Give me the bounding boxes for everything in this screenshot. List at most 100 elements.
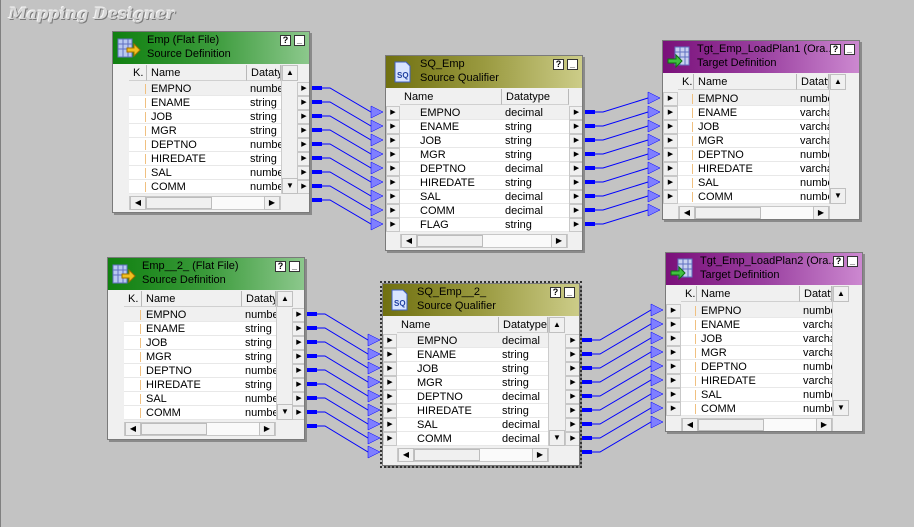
port-link[interactable] [580,317,664,356]
port-row[interactable] [681,318,832,332]
port-link[interactable] [583,161,661,184]
input-port-arrow[interactable]: ▶ [386,204,400,218]
output-port-arrow[interactable]: ▶ [292,308,304,322]
column-header-key[interactable]: K. [678,74,694,90]
port-link[interactable] [580,373,664,412]
input-port-arrow[interactable]: ▶ [386,176,400,190]
port-row[interactable] [124,406,276,420]
port-link[interactable] [310,142,384,175]
output-port-arrow[interactable]: ▶ [569,176,582,190]
port-row[interactable] [397,390,548,404]
column-header-datatype[interactable]: Datatype [242,291,276,307]
port-link[interactable] [583,105,661,128]
port-row[interactable] [124,308,276,322]
output-port-arrow[interactable]: ▶ [297,96,309,110]
port-link[interactable] [583,147,661,170]
input-port-arrow[interactable]: ▶ [663,92,678,106]
minimize-button[interactable]: _ [844,44,855,55]
column-header-name[interactable]: Name [694,74,797,90]
minimize-button[interactable]: _ [294,35,305,46]
port-row[interactable] [124,322,276,336]
input-port-arrow[interactable]: ▶ [383,348,397,362]
output-port-arrow[interactable]: ▶ [297,110,309,124]
port-row[interactable] [400,176,569,190]
scroll-down-button[interactable]: ▼ [282,178,298,194]
horizontal-scrollbar[interactable]: ◀▶ [400,234,568,248]
scroll-thumb[interactable] [695,207,761,219]
output-port-arrow[interactable]: ▶ [292,378,304,392]
scroll-up-button[interactable]: ▲ [549,317,565,333]
scroll-down-button[interactable]: ▼ [277,404,293,420]
output-port-arrow[interactable]: ▶ [297,82,309,96]
port-row[interactable] [129,110,281,124]
port-row[interactable] [397,418,548,432]
scroll-down-button[interactable]: ▼ [549,430,565,446]
port-link[interactable] [310,128,384,161]
port-row[interactable] [397,348,548,362]
horizontal-scrollbar[interactable]: ◀▶ [124,422,276,436]
port-link[interactable] [305,340,381,375]
target-transformation[interactable]: Tgt_Emp_LoadPlan2 (Ora...Target Definiti… [665,252,863,432]
port-row[interactable] [400,106,569,120]
output-port-arrow[interactable]: ▶ [297,166,309,180]
input-port-arrow[interactable]: ▶ [663,162,678,176]
input-port-arrow[interactable]: ▶ [666,388,681,402]
output-port-arrow[interactable]: ▶ [569,134,582,148]
transformation-header[interactable]: Tgt_Emp_LoadPlan2 (Ora...Target Definiti… [666,253,862,285]
port-link[interactable] [305,424,381,459]
port-row[interactable] [400,218,569,232]
port-row[interactable] [678,176,829,190]
port-row[interactable] [681,402,832,416]
port-row[interactable] [129,82,281,96]
output-port-arrow[interactable]: ▶ [297,152,309,166]
port-link[interactable] [583,203,661,226]
output-port-arrow[interactable]: ▶ [569,204,582,218]
input-port-arrow[interactable]: ▶ [386,106,400,120]
input-port-arrow[interactable]: ▶ [383,334,397,348]
scroll-down-button[interactable]: ▼ [833,400,849,416]
column-header-name[interactable]: Name [697,286,800,302]
input-port-arrow[interactable]: ▶ [663,190,678,204]
port-row[interactable] [678,162,829,176]
output-port-arrow[interactable]: ▶ [569,190,582,204]
port-row[interactable] [129,96,281,110]
port-link[interactable] [310,198,384,231]
port-row[interactable] [681,374,832,388]
port-row[interactable] [397,334,548,348]
port-row[interactable] [397,376,548,390]
input-port-arrow[interactable]: ▶ [663,148,678,162]
port-row[interactable] [397,404,548,418]
port-link[interactable] [305,312,381,347]
port-row[interactable] [678,190,829,204]
input-port-arrow[interactable]: ▶ [386,148,400,162]
port-row[interactable] [124,364,276,378]
port-link[interactable] [580,359,664,398]
scroll-thumb[interactable] [146,197,212,209]
output-port-arrow[interactable]: ▶ [569,148,582,162]
input-port-arrow[interactable]: ▶ [663,176,678,190]
help-button[interactable]: ? [275,261,286,272]
vertical-scrollbar[interactable]: ▲▼ [832,286,849,416]
input-port-arrow[interactable]: ▶ [386,190,400,204]
output-port-arrow[interactable]: ▶ [565,390,579,404]
input-port-arrow[interactable]: ▶ [666,374,681,388]
scroll-right-button[interactable]: ▶ [813,206,829,219]
port-link[interactable] [310,170,384,203]
input-port-arrow[interactable]: ▶ [666,360,681,374]
input-port-arrow[interactable]: ▶ [383,418,397,432]
output-port-arrow[interactable]: ▶ [569,162,582,176]
port-link[interactable] [310,184,384,217]
port-row[interactable] [678,106,829,120]
port-row[interactable] [124,378,276,392]
port-link[interactable] [310,114,384,147]
input-port-arrow[interactable]: ▶ [383,390,397,404]
port-row[interactable] [124,350,276,364]
input-port-arrow[interactable]: ▶ [383,362,397,376]
scroll-up-button[interactable]: ▲ [833,286,849,302]
scroll-thumb[interactable] [414,449,480,461]
scroll-thumb[interactable] [417,235,483,247]
output-port-arrow[interactable]: ▶ [565,376,579,390]
input-port-arrow[interactable]: ▶ [386,218,400,232]
output-port-arrow[interactable]: ▶ [292,406,304,420]
